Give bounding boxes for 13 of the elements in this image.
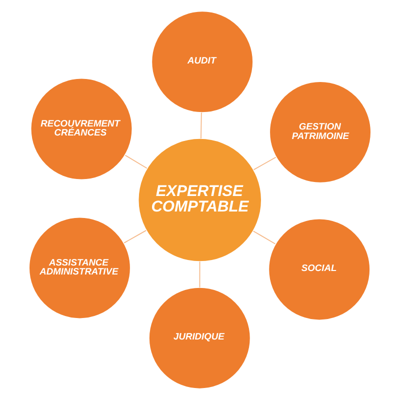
connector — [124, 230, 147, 244]
node-circle: EXPERTISE COMPTABLE — [138, 138, 262, 262]
node-circle: JURIDIQUE — [148, 287, 251, 390]
connector — [199, 261, 200, 288]
node-circle: GESTION PATRIMOINE — [269, 81, 372, 184]
connector — [200, 112, 202, 139]
node-circle: ASSISTANCE ADMINISTRATIVE — [28, 216, 131, 319]
node-circle: AUDIT — [151, 10, 254, 113]
connector — [252, 230, 276, 244]
connector — [124, 154, 148, 169]
node-circle: SOCIAL — [268, 218, 370, 320]
connector — [253, 156, 276, 170]
node-circle: RECOUVREMENT CRÉANCES — [30, 78, 132, 180]
